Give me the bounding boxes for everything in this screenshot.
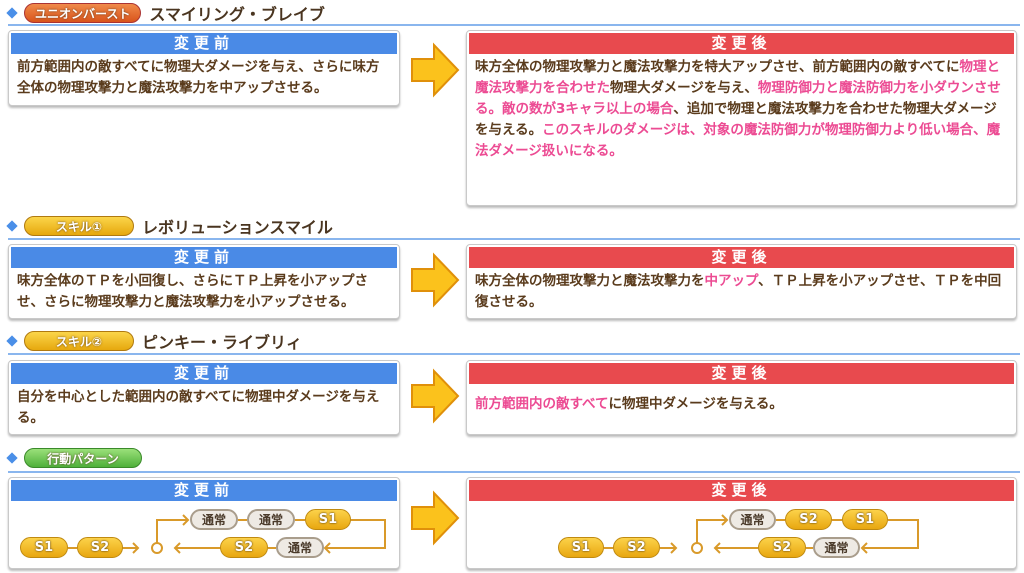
arrow-right-icon (411, 368, 460, 424)
after-header: 変更後 (469, 33, 1014, 54)
text-segment: 味方全体の物理攻撃力と魔法攻撃力を (475, 273, 705, 289)
highlighted-text: このスキルのダメージは、対象の魔法防御力が物理防御力より低い場合、魔法ダメージ扱… (475, 122, 1001, 159)
pattern-step-loop: S2 (785, 509, 832, 530)
after-header: 変更後 (469, 480, 1014, 501)
divider (8, 238, 1020, 240)
before-text: 前方範囲内の敵すべてに物理大ダメージを与え、さらに味方全体の物理攻撃力と魔法攻撃… (9, 54, 399, 99)
text-segment: 、追加で物理と魔法攻撃力を合わせた物理大ダメージを与える。 (475, 101, 997, 138)
before-panel: 変更前 自分を中心とした範囲内の敵すべてに物理中ダメージを与える。 (8, 360, 400, 435)
section-header-pattern: 行動パターン (6, 447, 142, 469)
before-header: 変更前 (11, 480, 397, 501)
text-segment: 味方全体の物理攻撃力と魔法攻撃力を特大アップさせ、前方範囲内の敵すべてに (475, 59, 960, 75)
text-segment: 、ＴＰ上昇を小アップさせ、ＴＰを中回復させる。 (475, 273, 1002, 310)
pattern-step-loop: 通常 (247, 509, 295, 530)
before-panel: 変更前 前方範囲内の敵すべてに物理大ダメージを与え、さらに味方全体の物理攻撃力と… (8, 30, 400, 106)
skill-name: スマイリング・ブレイブ (149, 5, 325, 24)
divider (8, 24, 1020, 26)
pattern-step-start: S1 (20, 537, 68, 558)
highlighted-text: 中アップ (704, 273, 759, 289)
highlighted-text: 前方範囲内の敵すべて (475, 396, 609, 412)
before-header: 変更前 (11, 247, 397, 268)
section-header-skill1: スキル① レボリューションスマイル (6, 215, 333, 237)
arrow-right-icon (411, 252, 460, 308)
highlighted-text: 物理防御力と魔法防御力を小ダウンさせる。 (475, 80, 1001, 117)
pattern-step-loop: 通常 (729, 509, 776, 530)
pattern-step-loop: S2 (758, 537, 806, 558)
after-header: 変更後 (469, 363, 1014, 384)
before-header: 変更前 (11, 363, 397, 384)
pattern-step-loop: 通常 (190, 509, 238, 530)
before-header: 変更前 (11, 33, 397, 54)
pattern-step-loop: 通常 (276, 537, 324, 558)
skill1-badge: スキル① (24, 216, 134, 236)
arrow-right-icon (411, 490, 460, 546)
divider (8, 353, 1020, 355)
highlighted-text: 物理と魔法攻撃力を合わせた (475, 59, 1001, 96)
after-panel: 変更後 前方範囲内の敵すべてに物理中ダメージを与える。 (466, 360, 1017, 435)
arrow-right-icon (411, 42, 460, 98)
skill-name: ピンキー・ライブリィ (142, 333, 303, 352)
divider (8, 471, 1020, 473)
pattern-step-start: S2 (77, 537, 123, 558)
after-text: 味方全体の物理攻撃力と魔法攻撃力を中アップ、ＴＰ上昇を小アップさせ、ＴＰを中回復… (467, 268, 1016, 313)
text-segment: 物理大ダメージを与え、 (610, 80, 758, 96)
before-text: 自分を中心とした範囲内の敵すべてに物理中ダメージを与える。 (9, 384, 399, 429)
after-panel: 変更後 味方全体の物理攻撃力と魔法攻撃力を特大アップさせ、前方範囲内の敵すべてに… (466, 30, 1017, 206)
pattern-step-start: S1 (558, 537, 604, 558)
pattern-step-loop: 通常 (813, 537, 860, 558)
text-segment: 前方範囲内の敵すべてに物理大ダメージを与え、さらに味方全体の物理攻撃力と魔法攻撃… (17, 59, 380, 96)
after-text: 味方全体の物理攻撃力と魔法攻撃力を特大アップさせ、前方範囲内の敵すべてに物理と魔… (467, 54, 1016, 162)
pattern-badge: 行動パターン (24, 448, 142, 468)
union-burst-badge: ユニオンバースト (24, 3, 142, 23)
after-text: 前方範囲内の敵すべてに物理中ダメージを与える。 (467, 384, 1016, 415)
before-text: 味方全体のＴＰを小回復し、さらにＴＰ上昇を小アップさせ、さらに物理攻撃力と魔法攻… (9, 268, 399, 313)
highlighted-text: 敵の数が3キャラ以上の場合 (502, 101, 674, 117)
text-segment: に物理中ダメージを与える。 (608, 396, 783, 412)
pattern-step-loop: S1 (842, 509, 888, 530)
section-header-union-burst: ユニオンバースト スマイリング・ブレイブ (6, 2, 325, 24)
skill2-badge: スキル② (24, 331, 134, 351)
pattern-step-loop: S2 (220, 537, 268, 558)
pattern-step-loop: S1 (305, 509, 351, 530)
text-segment: 自分を中心とした範囲内の敵すべてに物理中ダメージを与える。 (17, 389, 380, 426)
after-header: 変更後 (469, 247, 1014, 268)
after-panel: 変更後 味方全体の物理攻撃力と魔法攻撃力を中アップ、ＴＰ上昇を小アップさせ、ＴＰ… (466, 244, 1017, 319)
skill-name: レボリューションスマイル (142, 218, 333, 237)
section-header-skill2: スキル② ピンキー・ライブリィ (6, 330, 303, 352)
text-segment: 味方全体のＴＰを小回復し、さらにＴＰ上昇を小アップさせ、さらに物理攻撃力と魔法攻… (17, 273, 368, 310)
before-panel: 変更前 味方全体のＴＰを小回復し、さらにＴＰ上昇を小アップさせ、さらに物理攻撃力… (8, 244, 400, 319)
pattern-step-start: S2 (613, 537, 660, 558)
